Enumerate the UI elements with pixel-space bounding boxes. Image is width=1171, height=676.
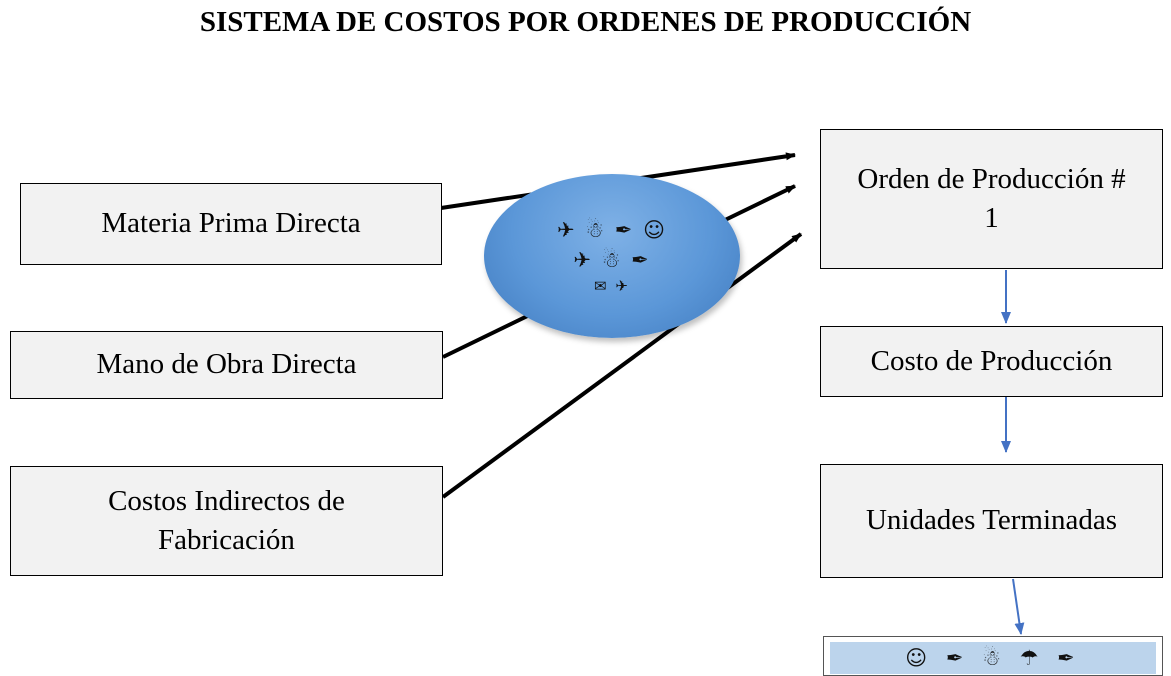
resource-ellipse: ✈ ☃ ✒ ☺ ✈ ☃ ✒ ✉ ✈ xyxy=(484,174,740,338)
output-glyph-box: ☺ ✒ ☃ ☂ ✒ xyxy=(823,636,1163,676)
costos-indirectos-label-line1: Costos Indirectos de xyxy=(108,484,345,517)
diagram-title: SISTEMA DE COSTOS POR ORDENES DE PRODUCC… xyxy=(199,6,972,38)
mano-obra-label: Mano de Obra Directa xyxy=(96,348,357,381)
costo-produccion-label: Costo de Producción xyxy=(870,344,1113,377)
orden-produccion-label-line2: 1 xyxy=(984,202,999,234)
orden-produccion-label-line1: Orden de Producción # xyxy=(857,162,1126,195)
arrow-unidades-to-bottom xyxy=(1012,578,1025,635)
arrow-indirectos-to-orden xyxy=(441,232,803,499)
materia-prima-label: Materia Prima Directa xyxy=(101,207,361,240)
costos-indirectos-box: Costos Indirectos de Fabricación xyxy=(10,466,443,576)
mano-obra-box: Mano de Obra Directa xyxy=(10,331,443,399)
materia-prima-box: Materia Prima Directa xyxy=(20,183,442,265)
costo-produccion-box: Costo de Producción xyxy=(820,326,1163,397)
ellipse-glyph-row-2: ✈ ☃ ✒ xyxy=(573,248,651,272)
ellipse-glyph-row-3: ✉ ✈ xyxy=(594,277,630,295)
unidades-terminadas-box: Unidades Terminadas xyxy=(820,464,1163,578)
orden-produccion-box: Orden de Producción # 1 xyxy=(820,129,1163,269)
output-glyph-row: ☺ ✒ ☃ ☂ ✒ xyxy=(830,642,1156,674)
ellipse-glyph-row-1: ✈ ☃ ✒ ☺ xyxy=(557,218,667,242)
unidades-terminadas-label: Unidades Terminadas xyxy=(865,504,1118,537)
costos-indirectos-label-line2: Fabricación xyxy=(158,524,295,556)
